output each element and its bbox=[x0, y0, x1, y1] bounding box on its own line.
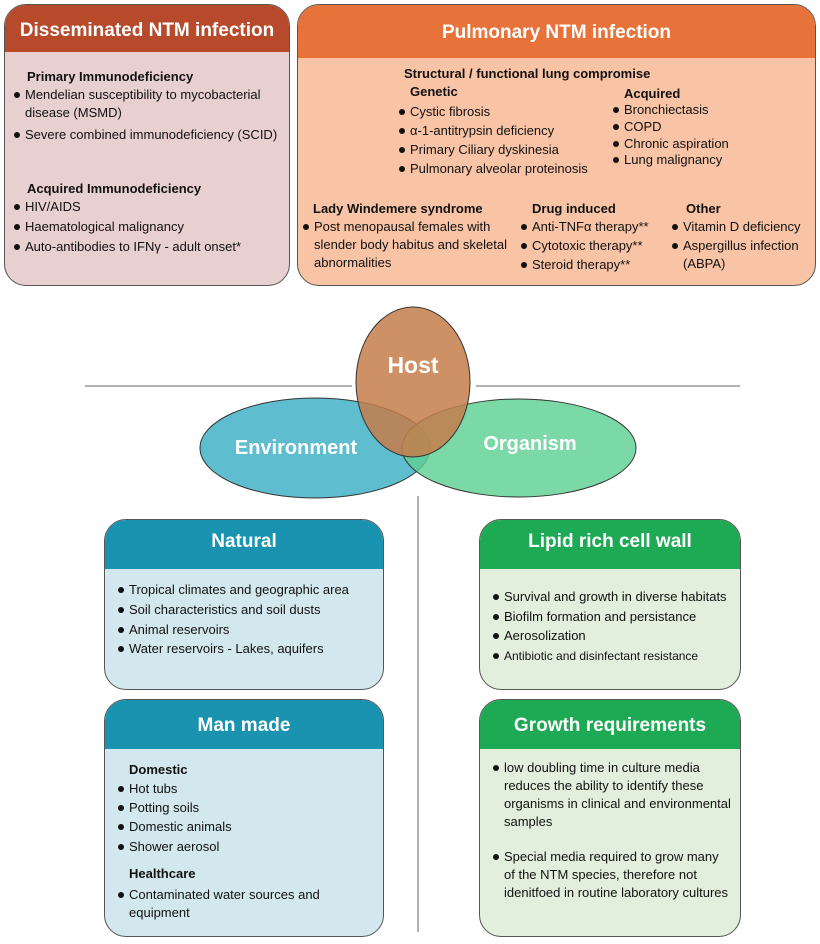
genetic-heading: Genetic bbox=[410, 84, 458, 99]
list-item: Shower aerosol bbox=[117, 839, 220, 854]
list-item: Special media required to grow many of t… bbox=[493, 848, 732, 902]
list-item: COPD bbox=[613, 119, 662, 134]
list-item: Aerosolization bbox=[493, 628, 586, 643]
acquired-heading: Acquired bbox=[624, 86, 681, 101]
healthcare-heading: Healthcare bbox=[129, 866, 196, 881]
list-item: Domestic animals bbox=[118, 819, 232, 834]
list-item: Soil characteristics and soil dusts bbox=[117, 602, 321, 617]
disseminated-ntm-title: Disseminated NTM infection bbox=[5, 5, 289, 52]
list-item: low doubling time in culture media reduc… bbox=[493, 760, 731, 829]
list-item: Hot tubs bbox=[117, 781, 178, 796]
host-label: Host bbox=[387, 352, 439, 378]
growth-title: Growth requirements bbox=[480, 700, 740, 749]
disseminated-ntm-box: Disseminated NTM infection Primary Immun… bbox=[4, 4, 290, 286]
host-circle bbox=[355, 306, 471, 458]
list-item: Post menopausal females with slender bod… bbox=[303, 218, 512, 272]
list-item: Aspergillus infection (ABPA) bbox=[672, 237, 809, 273]
pulmonary-ntm-title: Pulmonary NTM infection bbox=[298, 5, 815, 58]
list-item: Chronic aspiration bbox=[613, 136, 729, 151]
list-item: Tropical climates and geographic area bbox=[118, 582, 349, 597]
list-item: Animal reservoirs bbox=[117, 622, 230, 637]
lipid-title: Lipid rich cell wall bbox=[480, 520, 740, 569]
structural-lung-heading: Structural / functional lung compromise bbox=[404, 66, 651, 81]
list-item: Cystic fibrosis bbox=[398, 104, 491, 119]
man-made-title: Man made bbox=[105, 700, 383, 749]
list-item: Water reservoirs - Lakes, aquifers bbox=[118, 641, 324, 656]
list-item: Auto-antibodies to IFNγ - adult onset* bbox=[13, 239, 242, 254]
list-item: Anti-TNFα therapy** bbox=[521, 219, 649, 234]
list-item: Lung malignancy bbox=[612, 152, 723, 167]
primary-immunodeficiency-heading: Primary Immunodeficiency bbox=[27, 69, 194, 84]
man-made-box: Man made Domestic Hot tubs Potting soils… bbox=[104, 699, 384, 937]
pulmonary-ntm-box: Pulmonary NTM infection Structural / fun… bbox=[297, 4, 816, 286]
growth-box: Growth requirements low doubling time in… bbox=[479, 699, 741, 937]
list-item: Primary Ciliary dyskinesia bbox=[399, 142, 559, 157]
list-item: Potting soils bbox=[117, 800, 200, 815]
list-item: Survival and growth in diverse habitats bbox=[493, 589, 727, 604]
list-item: Biofilm formation and persistance bbox=[492, 609, 697, 624]
other-heading: Other bbox=[686, 201, 721, 216]
acquired-immunodeficiency-heading: Acquired Immunodeficiency bbox=[27, 181, 202, 196]
domestic-heading: Domestic bbox=[129, 762, 188, 777]
list-item: α-1-antitrypsin deficiency bbox=[398, 123, 555, 138]
list-item: Haematological malignancy bbox=[14, 219, 184, 234]
list-item: Bronchiectasis bbox=[613, 102, 709, 117]
drug-induced-heading: Drug induced bbox=[532, 201, 616, 216]
list-item: Steroid therapy** bbox=[520, 257, 631, 272]
list-item: Cytotoxic therapy** bbox=[521, 238, 643, 253]
list-item: HIV/AIDS bbox=[14, 199, 81, 214]
list-item: Antibiotic and disinfectant resistance bbox=[492, 649, 699, 663]
organism-label: Organism bbox=[483, 433, 577, 455]
list-item: Contaminated water sources and equipment bbox=[118, 886, 329, 922]
lady-windemere-heading: Lady Windemere syndrome bbox=[313, 201, 483, 216]
natural-box: Natural Tropical climates and geographic… bbox=[104, 519, 384, 690]
natural-title: Natural bbox=[105, 520, 383, 569]
list-item: Severe combined immunodeficiency (SCID) bbox=[14, 126, 287, 144]
list-item: Mendelian susceptibility to mycobacteria… bbox=[14, 86, 265, 122]
list-item: Pulmonary alveolar proteinosis bbox=[399, 161, 588, 176]
list-item: Vitamin D deficiency bbox=[672, 219, 801, 234]
environment-label: Environment bbox=[234, 437, 358, 459]
lipid-box: Lipid rich cell wall Survival and growth… bbox=[479, 519, 741, 690]
